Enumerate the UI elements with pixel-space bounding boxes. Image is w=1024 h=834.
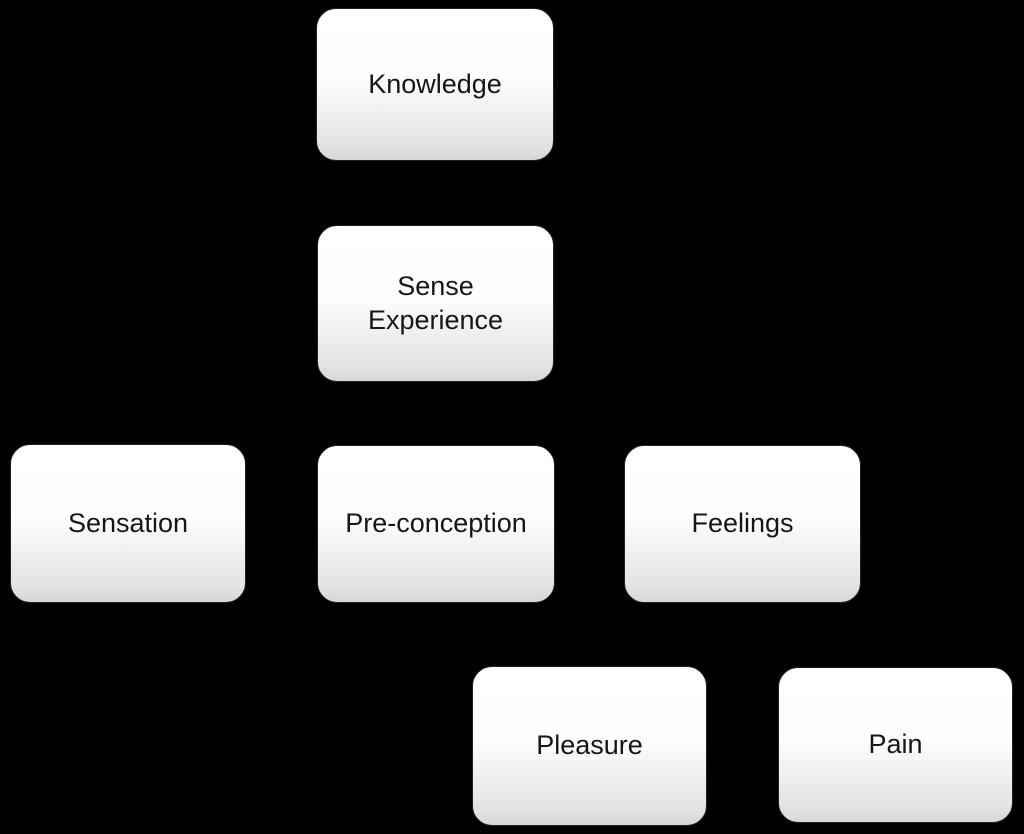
node-pre-conception: Pre-conception <box>317 445 555 603</box>
node-sense-experience: Sense Experience <box>317 225 554 382</box>
node-pain-label: Pain <box>868 729 923 760</box>
node-feelings-label: Feelings <box>691 508 794 539</box>
node-pleasure-label: Pleasure <box>536 730 643 761</box>
node-sense-experience-label: Sense Experience <box>367 270 504 335</box>
node-pre-conception-label: Pre-conception <box>345 508 527 539</box>
node-sensation-label: Sensation <box>67 507 189 538</box>
node-pain: Pain <box>778 667 1013 823</box>
node-knowledge-label: Knowledge <box>368 68 502 99</box>
node-feelings: Feelings <box>624 445 861 603</box>
node-knowledge: Knowledge <box>316 8 554 161</box>
node-sensation: Sensation <box>10 444 246 603</box>
node-pleasure: Pleasure <box>472 666 707 826</box>
